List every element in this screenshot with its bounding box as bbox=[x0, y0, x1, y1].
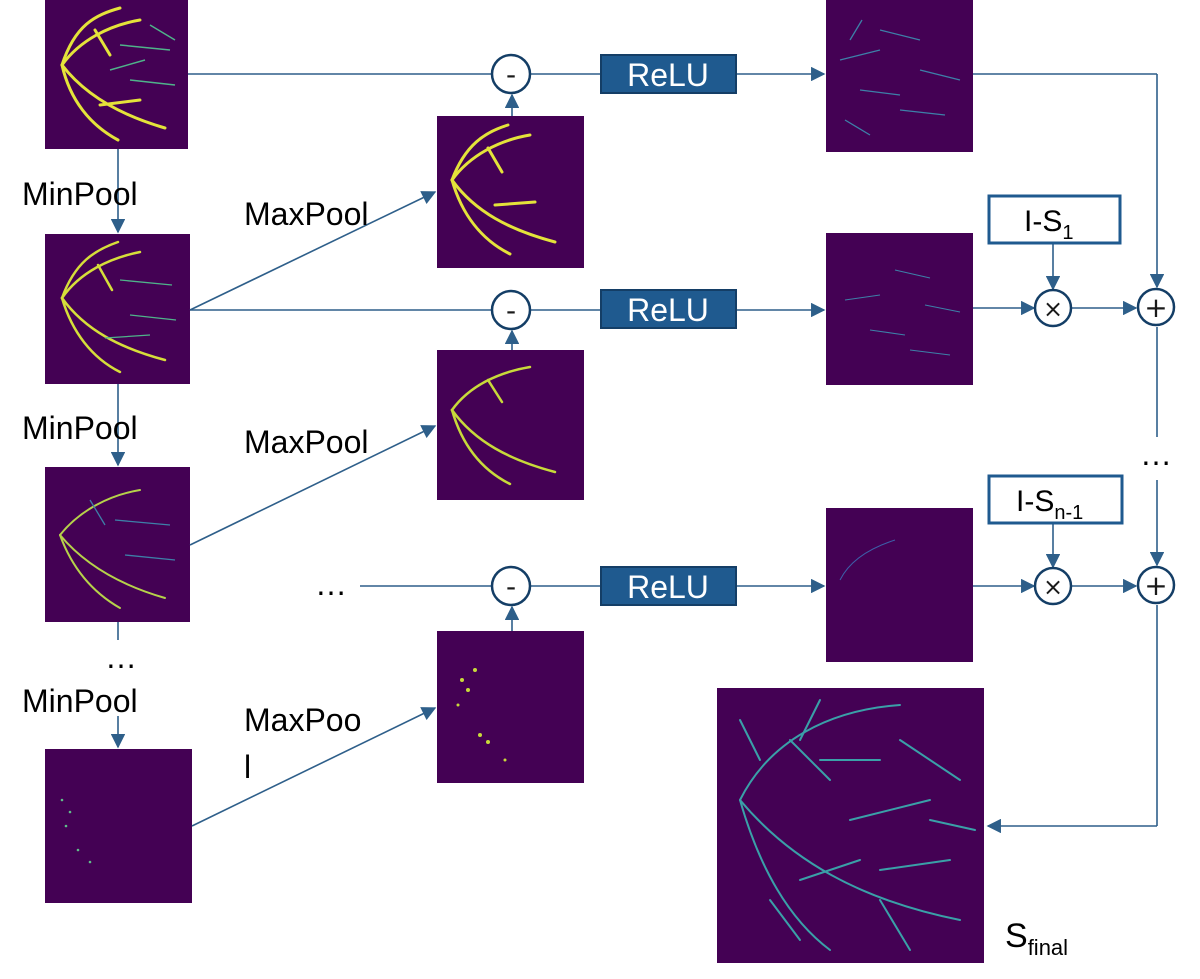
ellipsis-mid: … bbox=[315, 566, 347, 602]
minpool-label-1: MinPool bbox=[22, 176, 138, 212]
relu-block-2: ReLU bbox=[600, 289, 737, 329]
svg-text:ReLU: ReLU bbox=[627, 569, 709, 605]
svg-text:I-S1: I-S1 bbox=[1024, 205, 1073, 244]
svg-text:+: + bbox=[1144, 291, 1167, 324]
svg-text:ReLU: ReLU bbox=[627, 292, 709, 328]
minpool-label-2: MinPool bbox=[22, 410, 138, 446]
add-node-2: + bbox=[1136, 565, 1176, 605]
subtract-node-2: - bbox=[490, 289, 532, 331]
svg-text:×: × bbox=[1043, 573, 1063, 601]
ellipsis-right: … bbox=[1140, 436, 1172, 472]
image-level-1 bbox=[45, 234, 190, 384]
relu-block-3: ReLU bbox=[600, 566, 737, 606]
svg-text:×: × bbox=[1043, 295, 1063, 323]
relu-output-2 bbox=[826, 233, 973, 385]
subtract-node-1: - bbox=[490, 53, 532, 95]
final-output-image bbox=[717, 688, 984, 963]
subtract-node-3: - bbox=[490, 565, 532, 607]
maxpool-label-1: MaxPool bbox=[244, 196, 369, 232]
input-image-level-0 bbox=[45, 0, 188, 149]
svg-text:I-Sn-1: I-Sn-1 bbox=[1016, 485, 1083, 524]
relu-output-3 bbox=[826, 508, 973, 662]
maxpool-label-2: MaxPool bbox=[244, 424, 369, 460]
weight-box-2: I-Sn-1 bbox=[987, 474, 1124, 525]
image-level-n bbox=[45, 749, 192, 903]
relu-output-1 bbox=[826, 0, 973, 152]
svg-text:-: - bbox=[506, 58, 516, 91]
svg-text:+: + bbox=[1144, 569, 1167, 602]
final-output-label: Sfinal bbox=[1005, 917, 1068, 960]
svg-text:ReLU: ReLU bbox=[627, 57, 709, 93]
svg-text:-: - bbox=[506, 570, 516, 603]
multiply-node-1: × bbox=[1033, 288, 1073, 328]
maxpool-image-1 bbox=[437, 116, 584, 268]
maxpool-image-3 bbox=[437, 631, 584, 783]
multiply-node-2: × bbox=[1033, 566, 1073, 606]
add-node-1: + bbox=[1136, 287, 1176, 327]
svg-text:-: - bbox=[506, 294, 516, 327]
minpool-label-3: MinPool bbox=[22, 683, 138, 719]
maxpool-label-3a: MaxPoo bbox=[244, 702, 361, 738]
weight-box-1: I-S1 bbox=[987, 194, 1122, 245]
maxpool-image-2 bbox=[437, 350, 584, 500]
connectors bbox=[110, 66, 1165, 834]
maxpool-label-3b: l bbox=[244, 749, 251, 785]
image-level-2 bbox=[45, 467, 190, 622]
ellipsis-left: … bbox=[105, 639, 137, 675]
relu-block-1: ReLU bbox=[600, 54, 737, 94]
